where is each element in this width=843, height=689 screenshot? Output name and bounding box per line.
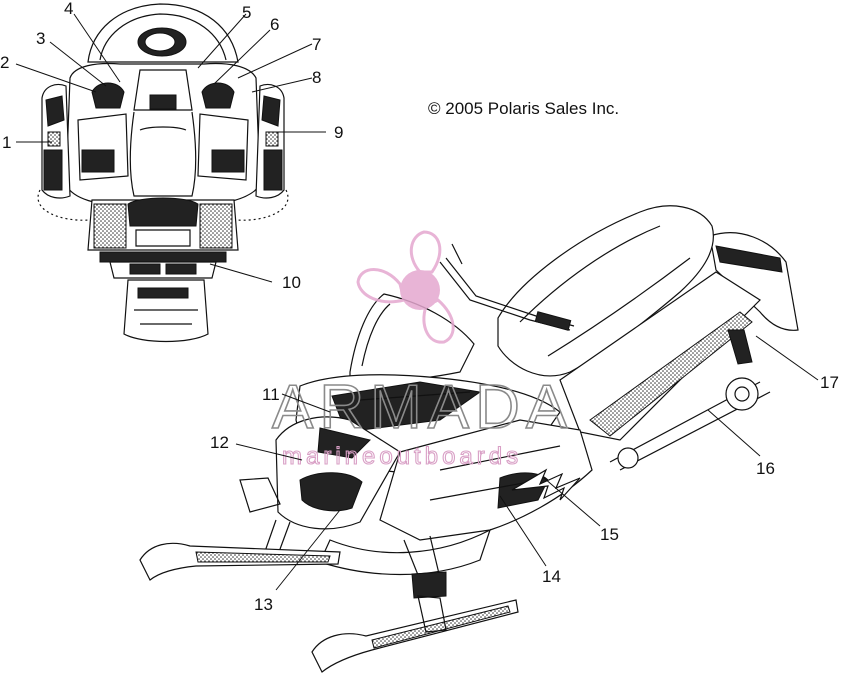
watermark-tagline: marineoutboards (282, 443, 522, 470)
watermark-brand: ARMADA (272, 373, 573, 442)
callout-12: 12 (210, 433, 229, 452)
callout-15: 15 (600, 525, 619, 544)
callout-3: 3 (36, 29, 45, 48)
callout-8: 8 (312, 68, 321, 87)
callout-2: 2 (0, 53, 9, 72)
callout-1: 1 (2, 133, 11, 152)
callout-10: 10 (282, 273, 301, 292)
side-view-drawing (139, 205, 799, 673)
callout-9: 9 (334, 123, 343, 142)
callout-14: 14 (542, 567, 561, 586)
leader-lines (15, 13, 819, 591)
callout-4: 4 (64, 0, 73, 18)
watermark: ARMADA marineoutboards (271, 230, 573, 471)
callout-7: 7 (312, 35, 321, 54)
front-view-drawing (37, 3, 289, 343)
callout-labels: 1 2 3 4 5 6 7 8 9 10 11 12 13 14 15 16 1… (0, 0, 839, 614)
copyright-notice: © 2005 Polaris Sales Inc. (428, 99, 619, 118)
callout-5: 5 (242, 3, 251, 22)
callout-11: 11 (262, 385, 280, 404)
propeller-logo (356, 230, 455, 344)
callout-17: 17 (820, 373, 839, 392)
callout-13: 13 (254, 595, 273, 614)
callout-16: 16 (756, 459, 775, 478)
callout-6: 6 (270, 15, 279, 34)
